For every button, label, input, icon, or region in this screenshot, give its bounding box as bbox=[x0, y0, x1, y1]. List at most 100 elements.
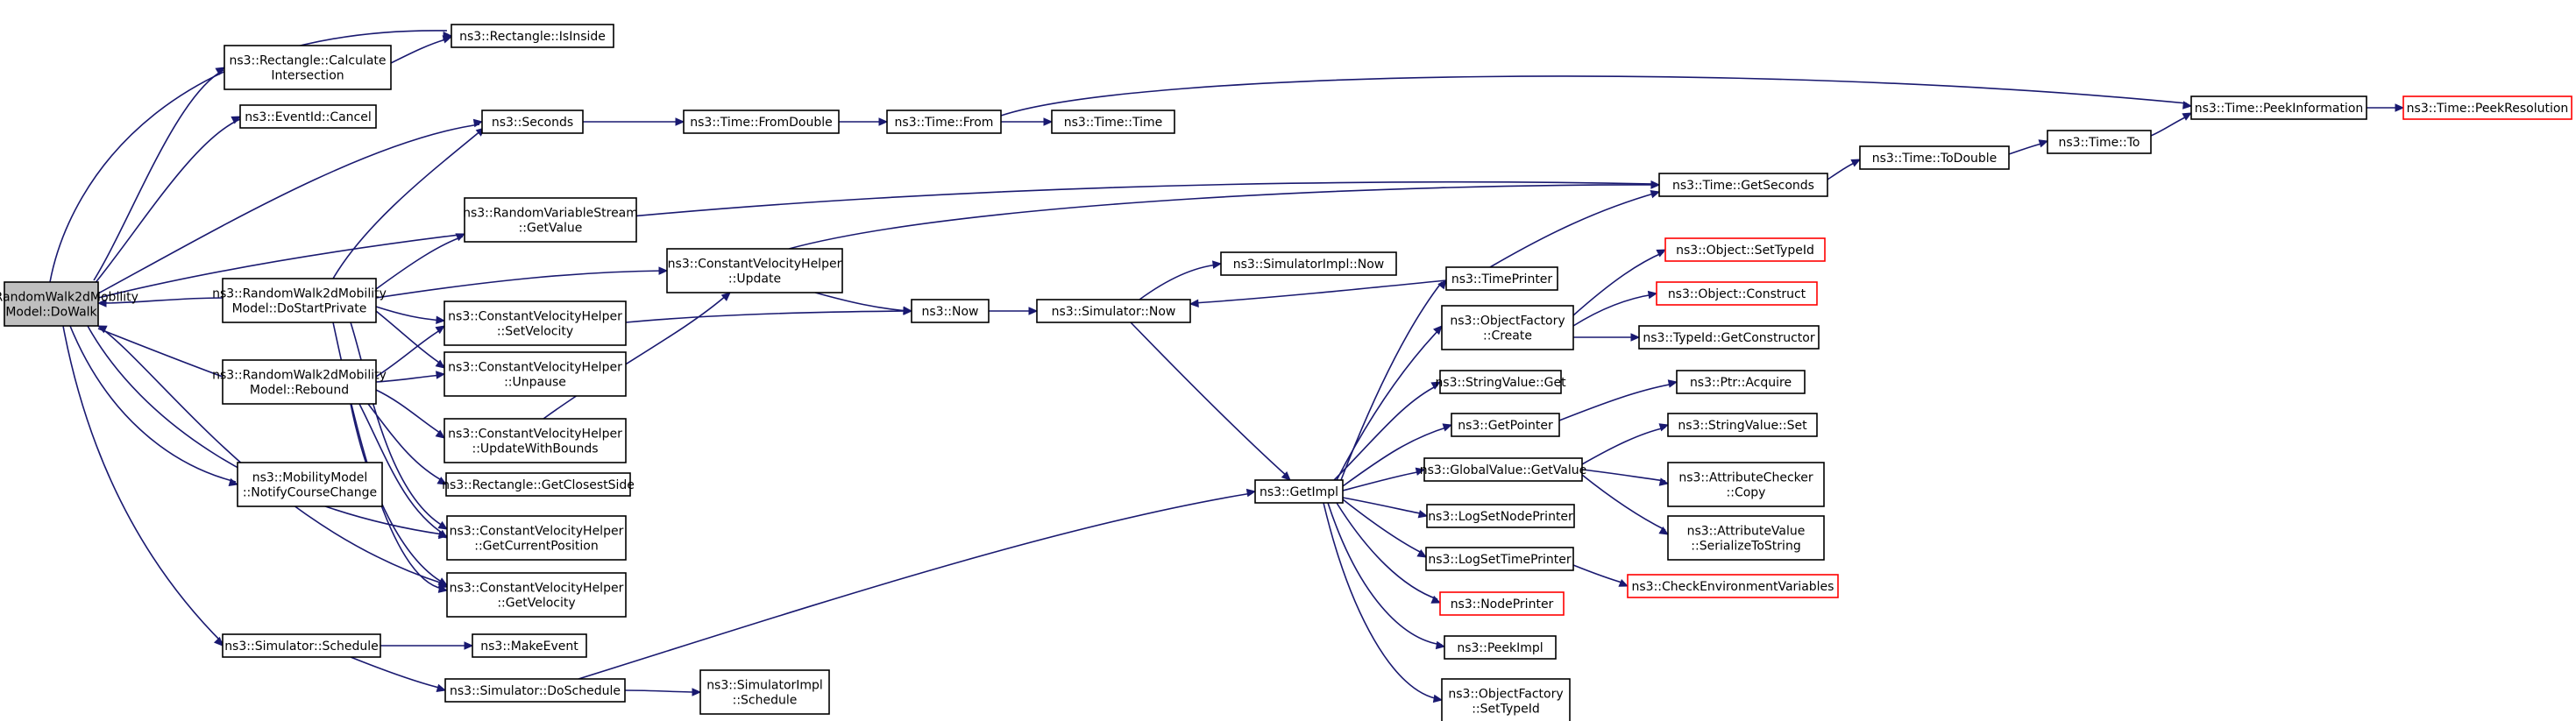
function-node-settypeid[interactable]: ns3::Object::SetTypeId bbox=[1664, 237, 1826, 262]
node-label: ns3::Time::GetSeconds bbox=[1672, 179, 1814, 193]
arrowhead bbox=[2038, 139, 2049, 148]
node-box bbox=[222, 359, 377, 405]
arrowhead bbox=[675, 117, 685, 126]
call-edge bbox=[624, 688, 702, 696]
function-node-nodeprinter[interactable]: ns3::NodePrinter bbox=[1439, 591, 1565, 616]
function-node-getvel[interactable]: ns3::ConstantVelocityHelper::GetVelocity bbox=[446, 572, 627, 618]
function-node-dostart[interactable]: ns3::RandomWalk2dMobilityModel::DoStartP… bbox=[212, 278, 387, 323]
function-node-uwb[interactable]: ns3::ConstantVelocityHelper::UpdateWithB… bbox=[444, 418, 627, 463]
call-edge bbox=[1342, 498, 1428, 558]
function-node-accopy[interactable]: ns3::AttributeChecker::Copy bbox=[1667, 462, 1825, 507]
arrowhead bbox=[2395, 103, 2405, 112]
function-node-cvhupdate[interactable]: ns3::ConstantVelocityHelper::Update bbox=[666, 248, 843, 293]
function-node-doschedule[interactable]: ns3::Simulator::DoSchedule bbox=[444, 678, 626, 703]
function-node-peekimpl[interactable]: ns3::PeekImpl bbox=[1444, 635, 1557, 660]
call-edge bbox=[788, 180, 1661, 250]
arrowhead bbox=[2182, 101, 2193, 110]
function-node-construct[interactable]: ns3::Object::Construct bbox=[1656, 281, 1818, 306]
call-edge bbox=[375, 233, 466, 290]
function-node-timeprinter[interactable]: ns3::TimePrinter bbox=[1445, 266, 1558, 291]
function-node-avser[interactable]: ns3::AttributeValue::SerializeToString bbox=[1667, 515, 1825, 561]
node-box bbox=[4, 281, 99, 327]
call-edge bbox=[62, 325, 224, 647]
arrowhead bbox=[1647, 290, 1658, 300]
call-edge bbox=[367, 403, 448, 485]
node-label: ns3::ConstantVelocityHelper bbox=[448, 428, 622, 442]
arrowhead bbox=[1281, 471, 1291, 481]
function-node-simimplsched[interactable]: ns3::SimulatorImpl::Schedule bbox=[699, 669, 830, 715]
node-label: ns3::ConstantVelocityHelper bbox=[448, 310, 622, 324]
call-graph-edges bbox=[49, 30, 2405, 703]
node-box bbox=[1425, 547, 1574, 571]
arrowhead bbox=[436, 683, 447, 692]
function-node-peekinfo[interactable]: ns3::Time::PeekInformation bbox=[2190, 95, 2367, 120]
node-label: Model::Rebound bbox=[250, 384, 349, 398]
function-node-getconstructor[interactable]: ns3::TypeId::GetConstructor bbox=[1638, 325, 1820, 350]
arrowhead bbox=[692, 688, 702, 696]
node-label: ns3::RandomWalk2dMobility bbox=[212, 369, 387, 383]
node-label: ns3::Rectangle::Calculate bbox=[229, 54, 386, 68]
arrowhead bbox=[658, 266, 669, 275]
function-node-isinside[interactable]: ns3::Rectangle::IsInside bbox=[451, 24, 614, 48]
function-node-schedule[interactable]: ns3::Simulator::Schedule bbox=[222, 633, 381, 658]
function-node-gvget[interactable]: ns3::GlobalValue::GetValue bbox=[1420, 457, 1586, 482]
node-label: ::NotifyCourseChange bbox=[243, 486, 377, 500]
function-node-seconds[interactable]: ns3::Seconds bbox=[481, 110, 584, 134]
function-node-timeto[interactable]: ns3::Time::To bbox=[2047, 130, 2152, 154]
call-edge bbox=[2150, 112, 2193, 137]
function-node-notify[interactable]: ns3::MobilityModel::NotifyCourseChange bbox=[237, 462, 383, 507]
function-node-from[interactable]: ns3::Time::From bbox=[886, 110, 1002, 134]
function-node-ofsettypeid[interactable]: ns3::ObjectFactory::SetTypeId bbox=[1441, 678, 1571, 721]
node-box bbox=[481, 110, 584, 134]
node-label: ns3::Rectangle::IsInside bbox=[459, 30, 606, 44]
function-node-ofcreate[interactable]: ns3::ObjectFactory::Create bbox=[1441, 305, 1574, 350]
call-edge bbox=[543, 292, 731, 420]
function-node-setvelocity[interactable]: ns3::ConstantVelocityHelper::SetVelocity bbox=[444, 300, 627, 346]
node-label: ns3::Time::PeekInformation bbox=[2195, 102, 2364, 116]
node-box bbox=[472, 633, 587, 658]
node-label: ns3::Simulator::Schedule bbox=[224, 640, 379, 654]
function-node-makeevent[interactable]: ns3::MakeEvent bbox=[472, 633, 587, 658]
call-edge bbox=[375, 266, 669, 299]
function-node-cancel[interactable]: ns3::EventId::Cancel bbox=[239, 104, 377, 129]
function-node-acquire[interactable]: ns3::Ptr::Acquire bbox=[1676, 370, 1806, 394]
function-node-getseconds[interactable]: ns3::Time::GetSeconds bbox=[1658, 173, 1828, 197]
arrowhead bbox=[435, 325, 446, 335]
function-node-getpointer[interactable]: ns3::GetPointer bbox=[1451, 413, 1560, 437]
node-label: ::Schedule bbox=[733, 694, 798, 708]
function-node-svget[interactable]: ns3::StringValue::Get bbox=[1435, 370, 1566, 394]
function-node-unpause[interactable]: ns3::ConstantVelocityHelper::Unpause bbox=[444, 351, 627, 397]
node-label: ns3::Time::FromDouble bbox=[690, 116, 833, 130]
function-node-lsnp[interactable]: ns3::LogSetNodePrinter bbox=[1426, 504, 1575, 528]
function-node-rvsget[interactable]: ns3::RandomVariableStream::GetValue bbox=[463, 197, 638, 243]
function-node-curpos[interactable]: ns3::ConstantVelocityHelper::GetCurrentP… bbox=[446, 515, 627, 561]
function-node-timetime[interactable]: ns3::Time::Time bbox=[1051, 110, 1175, 134]
function-node-simimplnow[interactable]: ns3::SimulatorImpl::Now bbox=[1220, 251, 1397, 276]
function-node-todouble[interactable]: ns3::Time::ToDouble bbox=[1859, 145, 2010, 170]
function-node-closest[interactable]: ns3::Rectangle::GetClosestSide bbox=[442, 472, 635, 497]
node-label: ns3::CheckEnvironmentVariables bbox=[1632, 580, 1834, 594]
node-box bbox=[1051, 110, 1175, 134]
function-node-fromdouble[interactable]: ns3::Time::FromDouble bbox=[683, 110, 840, 134]
node-label: ns3::EventId::Cancel bbox=[245, 110, 372, 124]
call-edge bbox=[583, 117, 685, 126]
call-edge bbox=[1581, 469, 1670, 486]
function-node-simnow[interactable]: ns3::Simulator::Now bbox=[1036, 299, 1191, 323]
function-node-lstp[interactable]: ns3::LogSetTimePrinter bbox=[1425, 547, 1574, 571]
function-node-svset[interactable]: ns3::StringValue::Set bbox=[1667, 413, 1818, 437]
function-node-now[interactable]: ns3::Now bbox=[911, 299, 990, 323]
arrowhead bbox=[437, 577, 449, 586]
call-edge bbox=[93, 67, 226, 281]
arrowhead bbox=[1189, 299, 1199, 308]
function-node-checkenv[interactable]: ns3::CheckEnvironmentVariables bbox=[1627, 574, 1839, 598]
node-label: ns3::StringValue::Set bbox=[1678, 419, 1807, 433]
node-box bbox=[1451, 413, 1560, 437]
arrowhead bbox=[437, 529, 449, 539]
node-label: ns3::AttributeChecker bbox=[1678, 471, 1813, 485]
arrowhead bbox=[2182, 112, 2193, 121]
function-node-getimpl[interactable]: ns3::GetImpl bbox=[1254, 479, 1344, 504]
function-node-peekres[interactable]: ns3::Time::PeekResolution bbox=[2402, 95, 2572, 120]
